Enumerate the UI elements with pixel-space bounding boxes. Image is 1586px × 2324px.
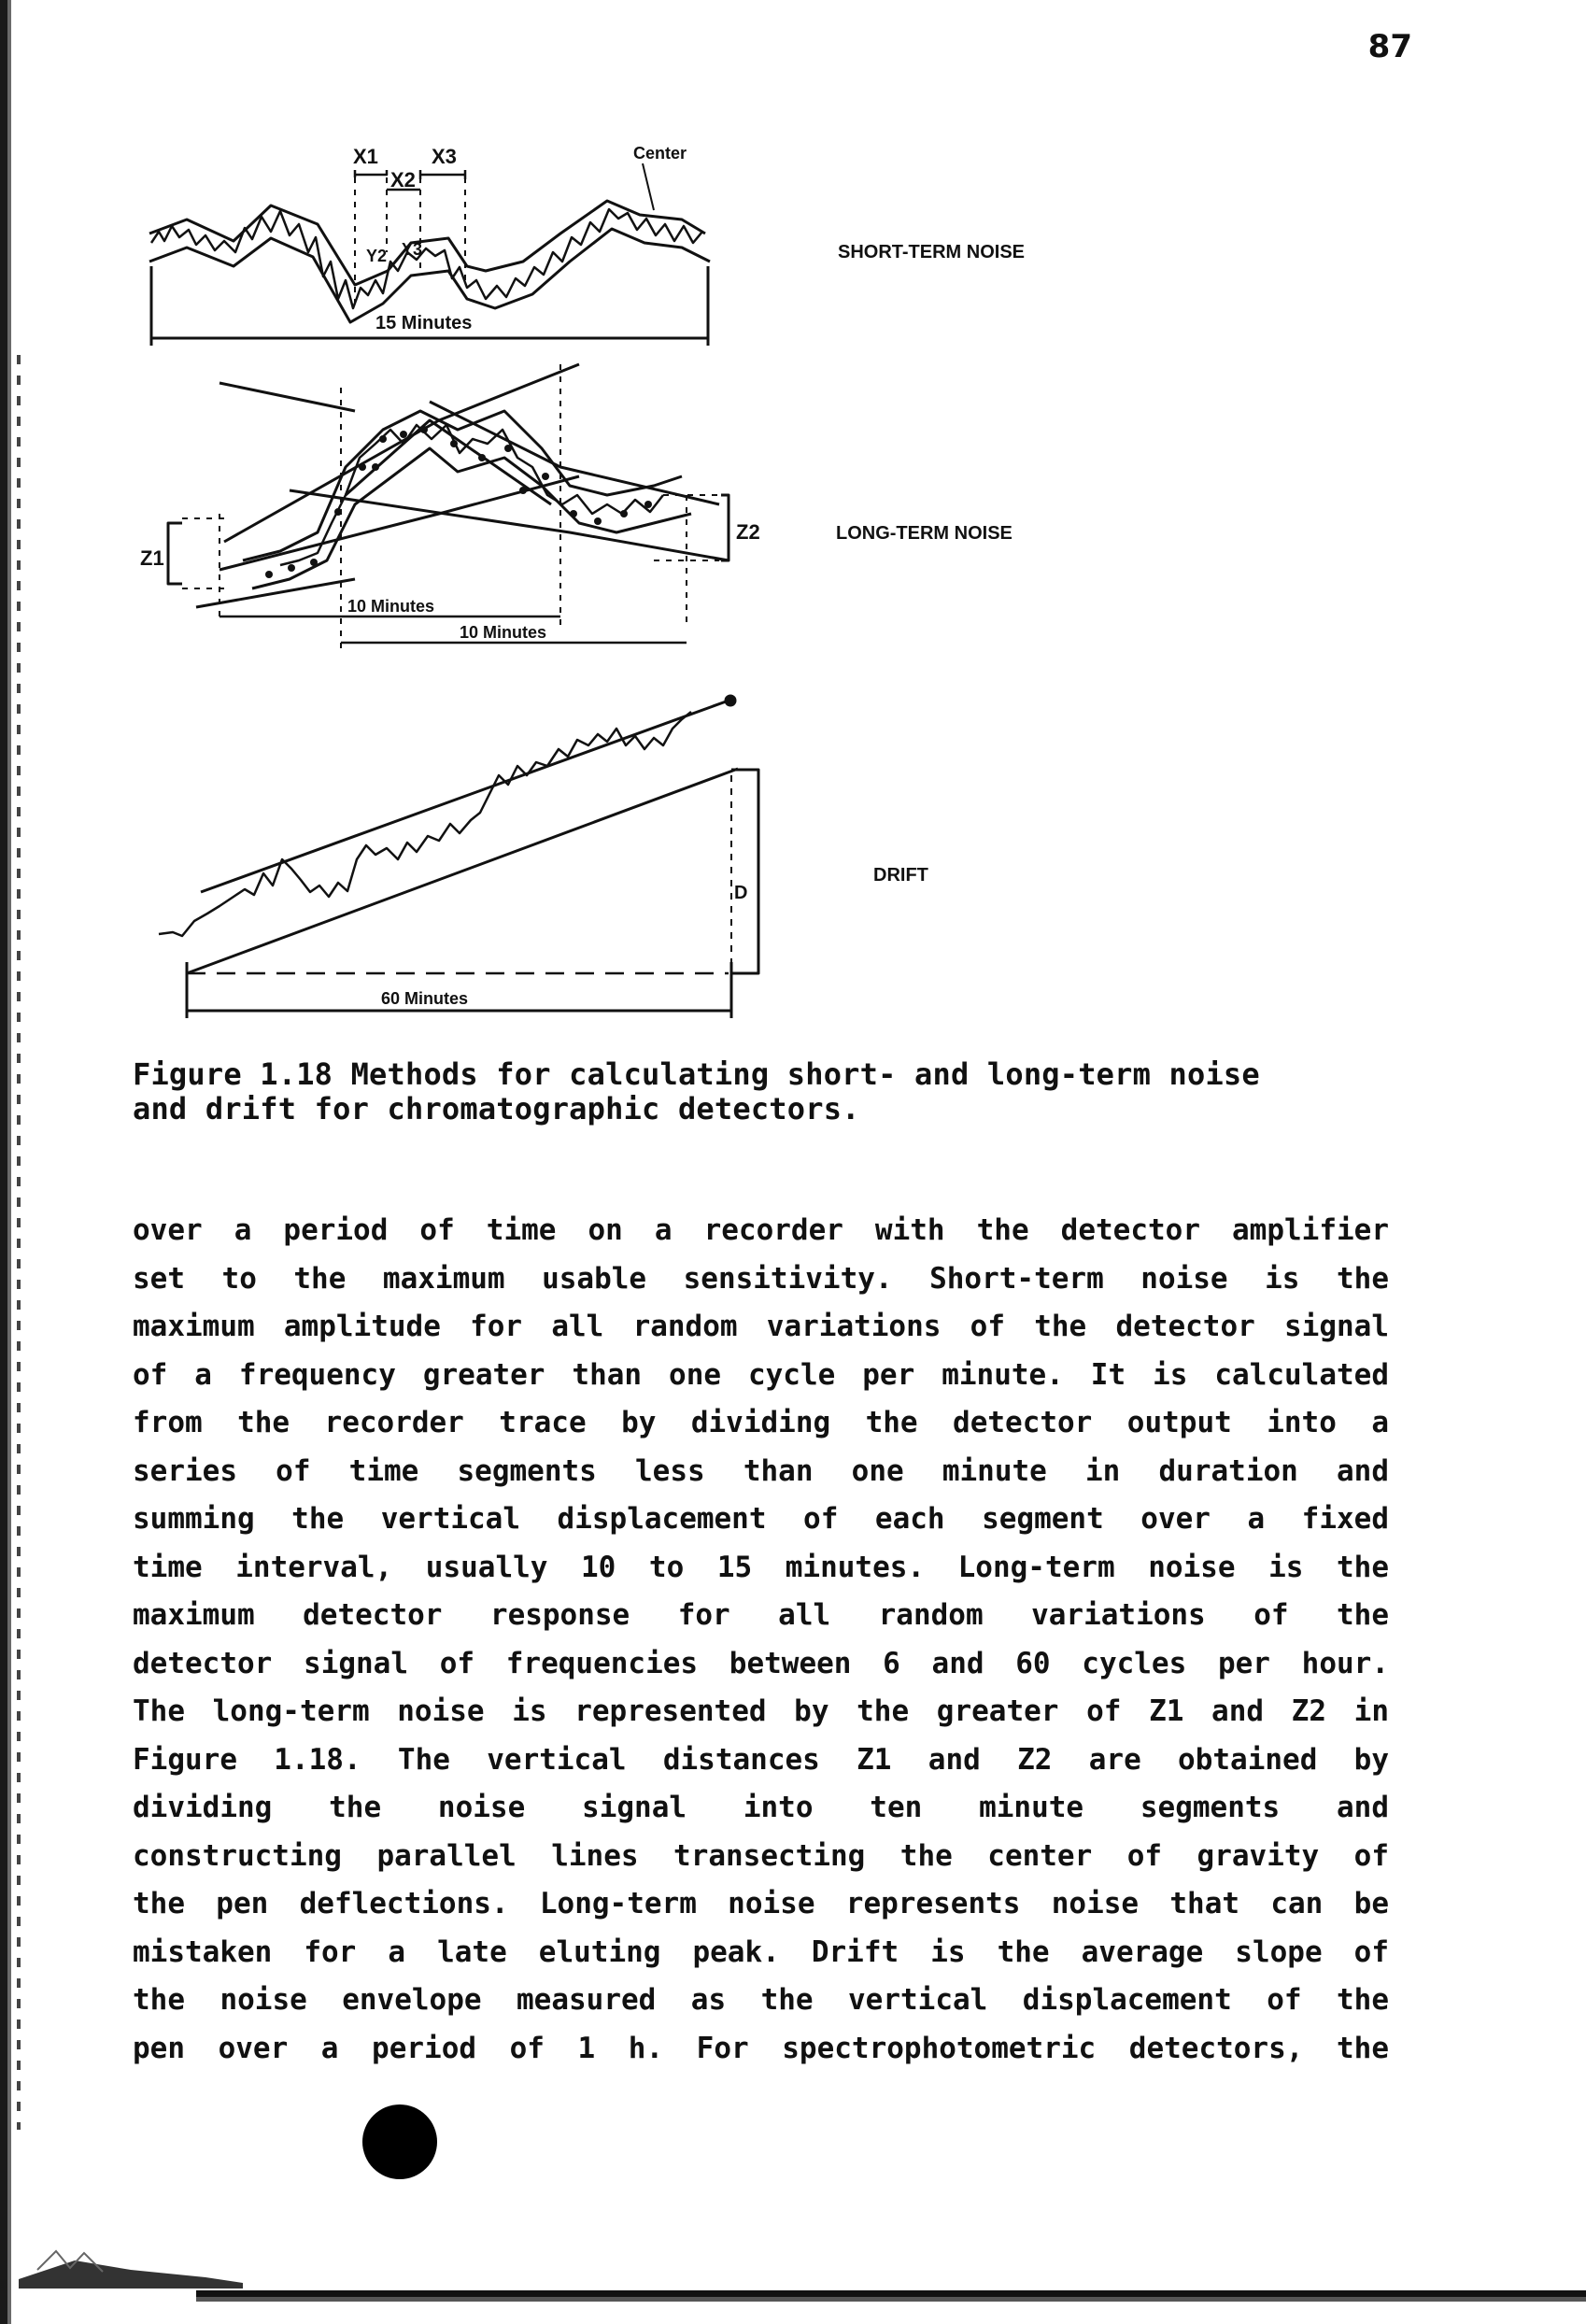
label-long-term-noise: LONG-TERM NOISE [836,523,1012,544]
long-term-trace [279,423,664,567]
drift-panel [158,694,760,1018]
body-line: The long-term noise is represented by th… [133,1694,1389,1728]
long-term-parallel-upper-2 [223,362,580,544]
long-term-parallel-lower-1 [195,577,356,609]
long-term-envelope-lower [251,446,692,590]
caption-line-2: and drift for chromatographic detectors. [133,1091,860,1127]
body-line: set to the maximum usable sensitivity. S… [133,1261,1389,1296]
short-term-interval-bracket [149,266,710,346]
body-line: maximum amplitude for all random variati… [133,1310,1389,1343]
long-term-noise-panel [166,362,730,654]
short-term-trace [149,207,703,310]
short-term-x-brackets [353,170,467,191]
caption-line-1: Figure 1.18 Methods for calculating shor… [133,1056,1260,1092]
drift-lower-line [186,767,739,975]
body-line: the pen deflections. Long-term noise rep… [133,1887,1389,1920]
ink-blot [362,2104,437,2179]
body-paragraph: over a period of time on a recorder with… [133,1207,1389,2073]
scan-binding-noise [17,355,21,2130]
label-x3: X3 [432,145,457,168]
short-term-envelope-lower [149,227,711,324]
label-z1: Z1 [140,546,164,570]
label-d: D [734,883,747,903]
body-line: dividing the noise signal into ten minut… [133,1791,1389,1824]
body-line: maximum detector response for all random… [133,1598,1389,1632]
body-line: of a frequency greater than one cycle pe… [133,1357,1389,1392]
label-x1: X1 [353,145,378,168]
long-term-z1-bracket [166,521,182,586]
figure-caption: Figure 1.18 Methods for calculating shor… [133,1057,1403,1127]
body-line: time interval, usually 10 to 15 minutes.… [133,1550,1389,1584]
label-y3: Y3 [402,240,422,259]
long-term-z2-bracket [721,493,730,562]
drift-upper-line [200,699,729,894]
label-drift: DRIFT [873,865,928,886]
drift-endpoint [724,694,737,707]
body-line: pen over a period of 1 h. For spectropho… [133,2031,1389,2065]
short-term-envelope-upper [149,199,706,287]
long-term-envelope-upper [242,409,683,562]
label-short-term-noise: SHORT-TERM NOISE [838,242,1025,262]
body-line: detector signal of frequencies between 6… [133,1646,1389,1680]
body-line: mistaken for a late eluting peak. Drift … [133,1934,1389,1969]
drift-interval-bracket [185,962,733,1018]
short-term-center-pointer [642,163,655,211]
body-line: over a period of time on a recorder with… [133,1213,1389,1247]
long-term-parallel-upper-3 [429,400,720,506]
label-15-minutes: 15 Minutes [375,313,472,333]
label-60-minutes: 60 Minutes [381,989,468,1008]
body-line: summing the vertical displacement of eac… [133,1502,1389,1536]
page-number: 87 [1367,28,1412,65]
label-10-minutes-b: 10 Minutes [460,623,546,642]
long-term-gravity-dots [265,426,652,578]
label-z2: Z2 [736,520,760,544]
label-y2: Y2 [366,247,387,265]
body-line: from the recorder trace by dividing the … [133,1406,1389,1439]
noise-drift-diagram: X1 X2 X3 Y2 Y3 Center 15 Minutes SHORT-T… [140,144,1025,1018]
body-line: series of time segments less than one mi… [133,1453,1389,1488]
drift-trace [158,711,692,938]
label-center: Center [633,144,687,163]
body-line: the noise envelope measured as the verti… [133,1983,1389,2017]
long-term-parallel-lower-3 [289,489,729,562]
body-line: constructing parallel lines transecting … [133,1838,1389,1873]
long-term-segment-markers [182,364,719,654]
scan-bottom-edge [196,2290,1586,2302]
label-10-minutes-a: 10 Minutes [347,597,434,616]
long-term-parallel-upper-1 [219,381,356,413]
body-line: Figure 1.18. The vertical distances Z1 a… [133,1742,1389,1777]
figure-1-18: X1 X2 X3 Y2 Y3 Center 15 Minutes SHORT-T… [131,121,1065,1037]
scan-smudge [19,2249,243,2289]
label-x2: X2 [390,168,416,191]
drift-d-bracket [731,768,760,975]
scan-binding-edge [0,0,17,2324]
short-term-noise-panel [149,163,711,346]
